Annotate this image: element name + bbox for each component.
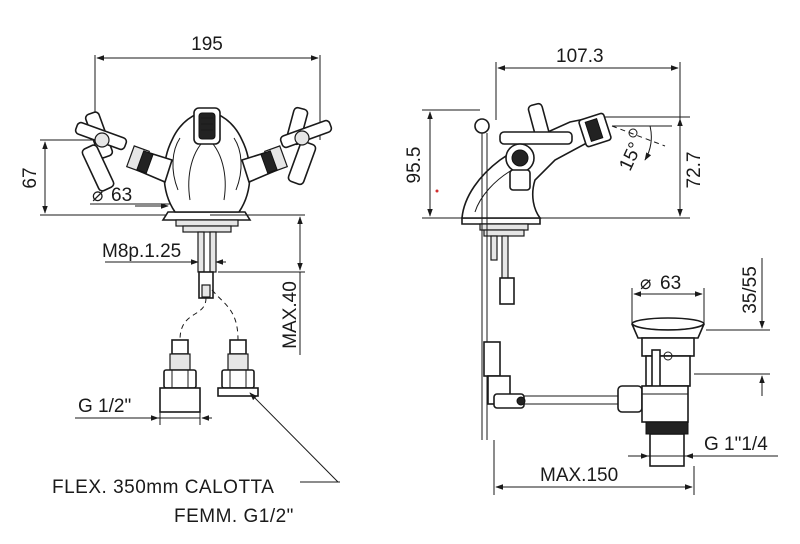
accent-dot (435, 189, 439, 193)
dimension-height-67: 67 (20, 139, 170, 216)
dim-label-67: 67 (20, 167, 41, 188)
flex-hoses (159, 271, 259, 413)
dimension-diameter-63-right: ⌀ 63 (631, 273, 705, 324)
dim-label-max150: MAX.150 (540, 465, 618, 486)
drain-waste (617, 317, 705, 467)
right-hose-connector (217, 339, 259, 397)
side-cross-handle (499, 102, 573, 191)
dim-label-95: 95.5 (404, 147, 425, 184)
dim-label-195: 195 (191, 34, 223, 55)
dim-label-angle-15: 15° (615, 139, 646, 174)
mixer-body-front (74, 106, 333, 233)
dimension-thread-m8: M8p.1.25 (102, 231, 226, 273)
mixer-body-side: 15° (461, 102, 672, 237)
side-view: 107.3 95.5 (404, 46, 778, 495)
dim-label-35-55: 35/55 (740, 266, 761, 314)
diameter-symbol-right: ⌀ (640, 273, 651, 294)
dim-label-g-half: G 1/2" (78, 396, 131, 417)
dimension-height-95: 95.5 (404, 109, 480, 219)
dimension-diameter-63-left: ⌀ 63 (90, 185, 170, 209)
front-view: 195 67 ⌀ 63 (20, 34, 340, 527)
flex-note-leader (249, 392, 340, 483)
popup-rod (481, 148, 620, 440)
dimension-g-half: G 1/2" (75, 396, 212, 425)
dim-label-63-left: 63 (111, 185, 132, 206)
diameter-symbol-left: ⌀ (92, 185, 103, 206)
dimension-g-1-1-4: G 1"1/4 (628, 434, 778, 459)
dim-label-max40: MAX.40 (280, 281, 301, 349)
dim-label-g-1-1-4: G 1"1/4 (704, 434, 768, 455)
left-hose-connector (159, 339, 201, 413)
dim-label-72: 72.7 (684, 152, 705, 189)
dimension-height-72: 72.7 (540, 116, 705, 219)
dimension-range-35-55: 35/55 (694, 258, 770, 396)
left-cross-handle (74, 111, 128, 192)
dimension-max-150: MAX.150 (493, 440, 695, 495)
flex-note-line2: FEMM. G1/2" (174, 506, 294, 527)
dimension-max-40: MAX.40 (210, 214, 305, 355)
dim-label-63-right: 63 (660, 273, 681, 294)
dim-label-m8: M8p.1.25 (102, 241, 181, 262)
flex-note-line1: FLEX. 350mm CALOTTA (52, 477, 274, 498)
right-cross-handle (279, 106, 333, 186)
dim-label-107: 107.3 (556, 46, 604, 67)
dimension-depth-107: 107.3 (495, 46, 681, 120)
